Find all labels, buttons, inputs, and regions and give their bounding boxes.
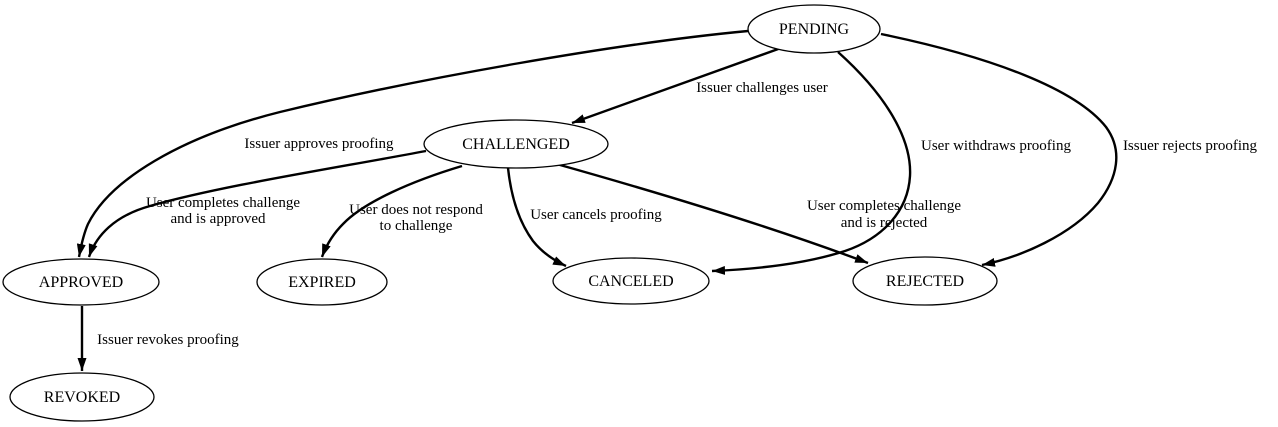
rejected-ellipse [852, 256, 998, 306]
state-node-revoked: REVOKED [9, 372, 155, 422]
state-node-canceled: CANCELED [552, 257, 710, 305]
edge-label-issuer-challenges-user: Issuer challenges user [696, 80, 828, 96]
edge-challenged-canceled [506, 167, 567, 268]
edge-label-user-completes-challenge-approved-line1: User completes challenge [146, 195, 300, 211]
challenged-ellipse [423, 119, 609, 169]
challenged-label: CHALLENGED [462, 136, 570, 153]
edge-pending-challenged [571, 46, 782, 125]
revoked-ellipse [9, 372, 155, 422]
edge-challenged-rejected [552, 161, 869, 265]
edge-challenged-approved [87, 149, 427, 258]
state-node-approved: APPROVED [2, 258, 160, 306]
edge-pending-approved [76, 29, 749, 258]
edge-challenged-expired [320, 164, 463, 258]
edge-pending-canceled [711, 51, 912, 275]
edge-label-user-does-not-respond-line2: to challenge [380, 218, 453, 234]
expired-label: EXPIRED [288, 274, 356, 291]
approved-ellipse [2, 258, 160, 306]
canceled-ellipse [552, 257, 710, 305]
edge-label-issuer-revokes-proofing: Issuer revokes proofing [97, 332, 239, 348]
state-node-expired: EXPIRED [256, 258, 388, 306]
edge-label-issuer-rejects-proofing: Issuer rejects proofing [1123, 138, 1258, 154]
approved-label: APPROVED [39, 274, 123, 291]
pending-ellipse [747, 4, 881, 54]
rejected-label: REJECTED [886, 273, 964, 290]
canceled-label: CANCELED [588, 273, 673, 290]
pending-label: PENDING [779, 21, 850, 38]
edge-pending-rejected [880, 32, 1118, 267]
state-node-rejected: REJECTED [852, 256, 998, 306]
edge-label-user-does-not-respond-line1: User does not respond [349, 202, 483, 218]
edge-label-user-completes-challenge-rejected-line1: User completes challenge [807, 198, 961, 214]
edge-label-user-withdraws-proofing: User withdraws proofing [921, 138, 1071, 154]
edge-label-issuer-approves-proofing: Issuer approves proofing [244, 136, 394, 152]
revoked-label: REVOKED [44, 389, 120, 406]
state-node-challenged: CHALLENGED [423, 119, 609, 169]
edge-label-user-completes-challenge-rejected-line2: and is rejected [841, 215, 928, 231]
expired-ellipse [256, 258, 388, 306]
edge-label-user-cancels-proofing: User cancels proofing [530, 207, 662, 223]
state-node-pending: PENDING [747, 4, 881, 54]
edge-label-user-completes-challenge-approved-line2: and is approved [171, 211, 266, 227]
